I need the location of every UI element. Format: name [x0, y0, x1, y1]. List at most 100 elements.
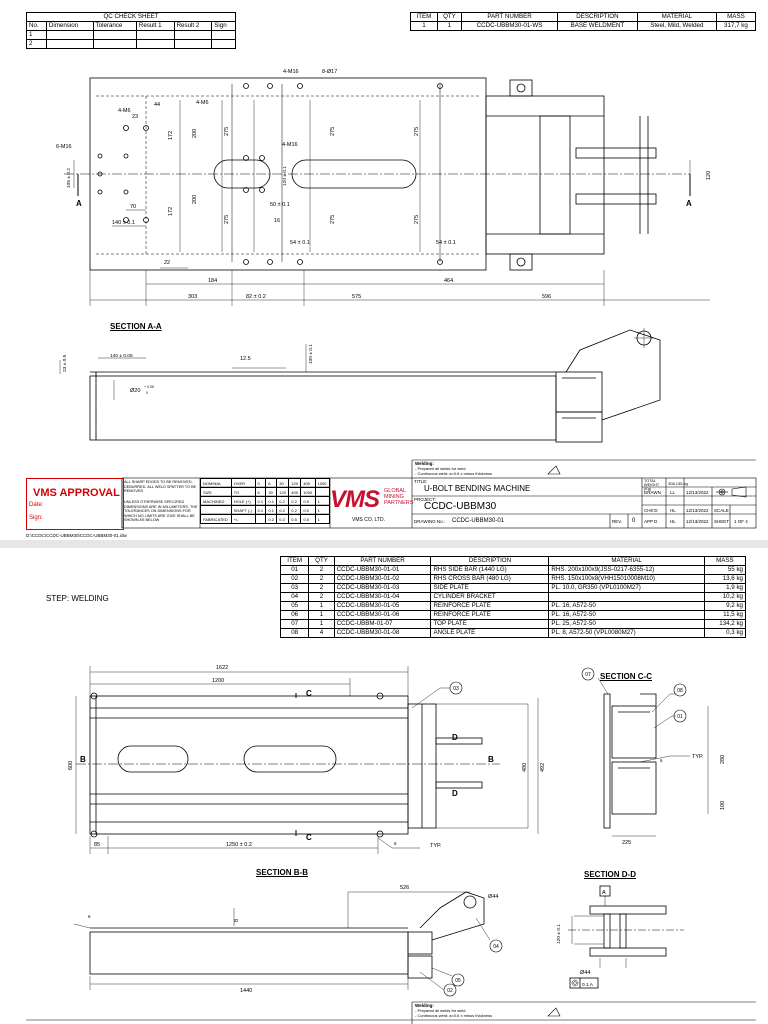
tol-cell: NOMINAL — [200, 478, 232, 488]
tol-cell: 1000 — [300, 487, 316, 497]
balloon-label: 01 — [677, 714, 683, 720]
dim-label: 200 — [192, 195, 198, 204]
dim-label: 85 — [94, 842, 100, 848]
dim-label: 275 — [330, 127, 336, 136]
section-dd-dimensions: 120 ± 0.1 Ø44 A 0.1 A — [556, 890, 606, 988]
tol-cell: OVER — [230, 478, 256, 488]
chkd-label: CHK'D — [644, 508, 658, 513]
plan-dimensions: 4-M16 8-Ø17 4-M6 4-M6 44 23 172 200 200 … — [56, 69, 712, 300]
balloon-02: 02 — [443, 983, 457, 997]
welding-title: Welding: — [415, 1003, 434, 1008]
dim-label: 526 — [400, 885, 409, 891]
tol-cell: 0.1 — [254, 496, 267, 506]
dim-label: 82 ± 0.2 — [246, 294, 266, 300]
welding-note-2: - Continuous weld: a=0.6 x minus thickne… — [415, 1013, 493, 1018]
sheet-separator — [0, 540, 768, 548]
tol-cell: 0.2 — [265, 514, 278, 524]
welding-title: Welding: — [415, 461, 434, 466]
sheet1-drawing: 4-M16 8-Ø17 4-M6 4-M6 44 23 172 200 200 … — [56, 69, 757, 529]
section-cc-view — [597, 677, 709, 837]
total-weight-label: TOTAL WEIGHT (Kg) — [644, 479, 660, 491]
edge-note: ALL SHARP EDGES TO BE REMOVED. DEBURRED.… — [124, 480, 197, 494]
section-marker: B — [80, 755, 86, 764]
welding-note-2: - Continuous weld: a=0.6 x minus thickne… — [415, 471, 493, 476]
dim-label: 492 — [540, 763, 546, 772]
dim-label: Ø44 — [580, 970, 590, 976]
weldment-dimensions: 1622 1200 600 480 492 85 1250 ± 0.2 B B … — [68, 665, 546, 849]
section-aa-view — [59, 328, 661, 443]
qc-cell — [211, 39, 236, 49]
plan-view — [64, 77, 710, 306]
dim-label: 120 ± 0.1 — [282, 166, 288, 186]
dim-label: 4-M16 — [283, 69, 299, 75]
dim-label: 54 ± 0.1 — [436, 240, 456, 246]
dim-label: 8-Ø17 — [322, 69, 337, 75]
title-label: TITLE: — [414, 479, 428, 484]
section-marker: C — [306, 689, 312, 698]
dim-label: 4-M6 — [196, 100, 209, 106]
tol-cell — [200, 505, 232, 515]
bracket-outline — [485, 95, 605, 255]
tol-cell: 0.5 — [300, 496, 316, 506]
company-name: VMS CO. LTD. — [352, 517, 385, 523]
balloon-label: 08 — [677, 688, 683, 694]
tol-cell: 30 — [265, 487, 278, 497]
tol-cell: FABRICATED — [200, 514, 232, 524]
dim-label: 140 ± 0.1 — [112, 220, 135, 226]
section-marker: D — [452, 789, 458, 798]
bom-mass: 0,3 kg — [703, 628, 747, 638]
weldment-top-view — [75, 666, 539, 854]
tol-cell: 0 — [254, 478, 267, 488]
dim-label: 22 — [164, 260, 170, 266]
dim-label: 1250 ± 0.2 — [226, 842, 252, 848]
dim-label: 100 ± 0.1 — [308, 344, 314, 364]
dim-label: 4-M16 — [282, 142, 298, 148]
dim-label: 105 ± 0.2 — [66, 168, 72, 188]
dim-label: 275 — [224, 127, 230, 136]
balloon-label: 02 — [447, 988, 453, 994]
tol-cell: SIZE — [200, 487, 232, 497]
dim-tolerance: + 0.05 — [144, 385, 154, 389]
tol-cell: 0.5 — [300, 514, 316, 524]
sheet2-drawing: 1622 1200 600 480 492 85 1250 ± 0.2 B B … — [26, 665, 756, 1024]
drawing-title: U-BOLT BENDING MACHINE — [424, 484, 531, 493]
qc-check-sheet: QC CHECK SHEET No. Dimension Tolerance R… — [26, 12, 236, 49]
tol-cell: 0.2 — [276, 514, 290, 524]
welding-note-1: - Prepared all welds for weld — [415, 1008, 466, 1013]
section-bb-view — [73, 891, 491, 991]
weld-size: 6 — [660, 758, 663, 763]
sheet-number: 1 OF 4 — [734, 519, 748, 524]
dim-label: 464 — [444, 278, 453, 284]
tolerance-note: UNLESS OTHERWISE SPECIFIED DIMENSIONS AR… — [124, 500, 198, 523]
tol-cell: 0.1 — [265, 496, 278, 506]
tol-cell: 6 — [265, 478, 278, 488]
bom-row: 1 1 CCDC-UBBM30-01-WS BASE WELDMENT Stee… — [410, 21, 757, 31]
dim-label: 4-M6 — [118, 108, 131, 114]
dim-label: 1622 — [216, 665, 228, 671]
welding-note-1: - Prepared all welds for weld — [415, 466, 466, 471]
qc-row: 2 — [26, 39, 236, 49]
dim-label: 70 — [130, 204, 136, 210]
file-path: D:\CCDC\CCDC-UBBM30\CCDC-UBBM30-01.idw — [26, 533, 127, 538]
tol-cell: 1000 — [314, 478, 331, 488]
tol-cell: 400 — [288, 487, 302, 497]
dim-label: 225 — [622, 840, 631, 846]
tol-cell: 0.2 — [288, 496, 302, 506]
balloon-03: 03 — [449, 681, 463, 695]
balloon-label: 07 — [585, 672, 591, 678]
tol-cell: +/- — [230, 514, 256, 524]
dim-label: 140 ± 0.05 — [110, 353, 133, 359]
qc-cell — [92, 39, 137, 49]
weldment-outline — [89, 695, 409, 835]
drawing-number: CCDC-UBBM30-01 — [452, 518, 505, 524]
tol-cell: 0.2 — [288, 505, 302, 515]
section-dd-title: SECTION D-D — [584, 870, 636, 879]
tol-cell: TO — [230, 487, 256, 497]
vms-logo: VMS — [330, 486, 380, 513]
chkd-by: HL — [670, 508, 676, 513]
dim-label: 275 — [414, 127, 420, 136]
tol-cell: MACHINED — [200, 496, 232, 506]
weld-size: 6 — [88, 914, 91, 919]
